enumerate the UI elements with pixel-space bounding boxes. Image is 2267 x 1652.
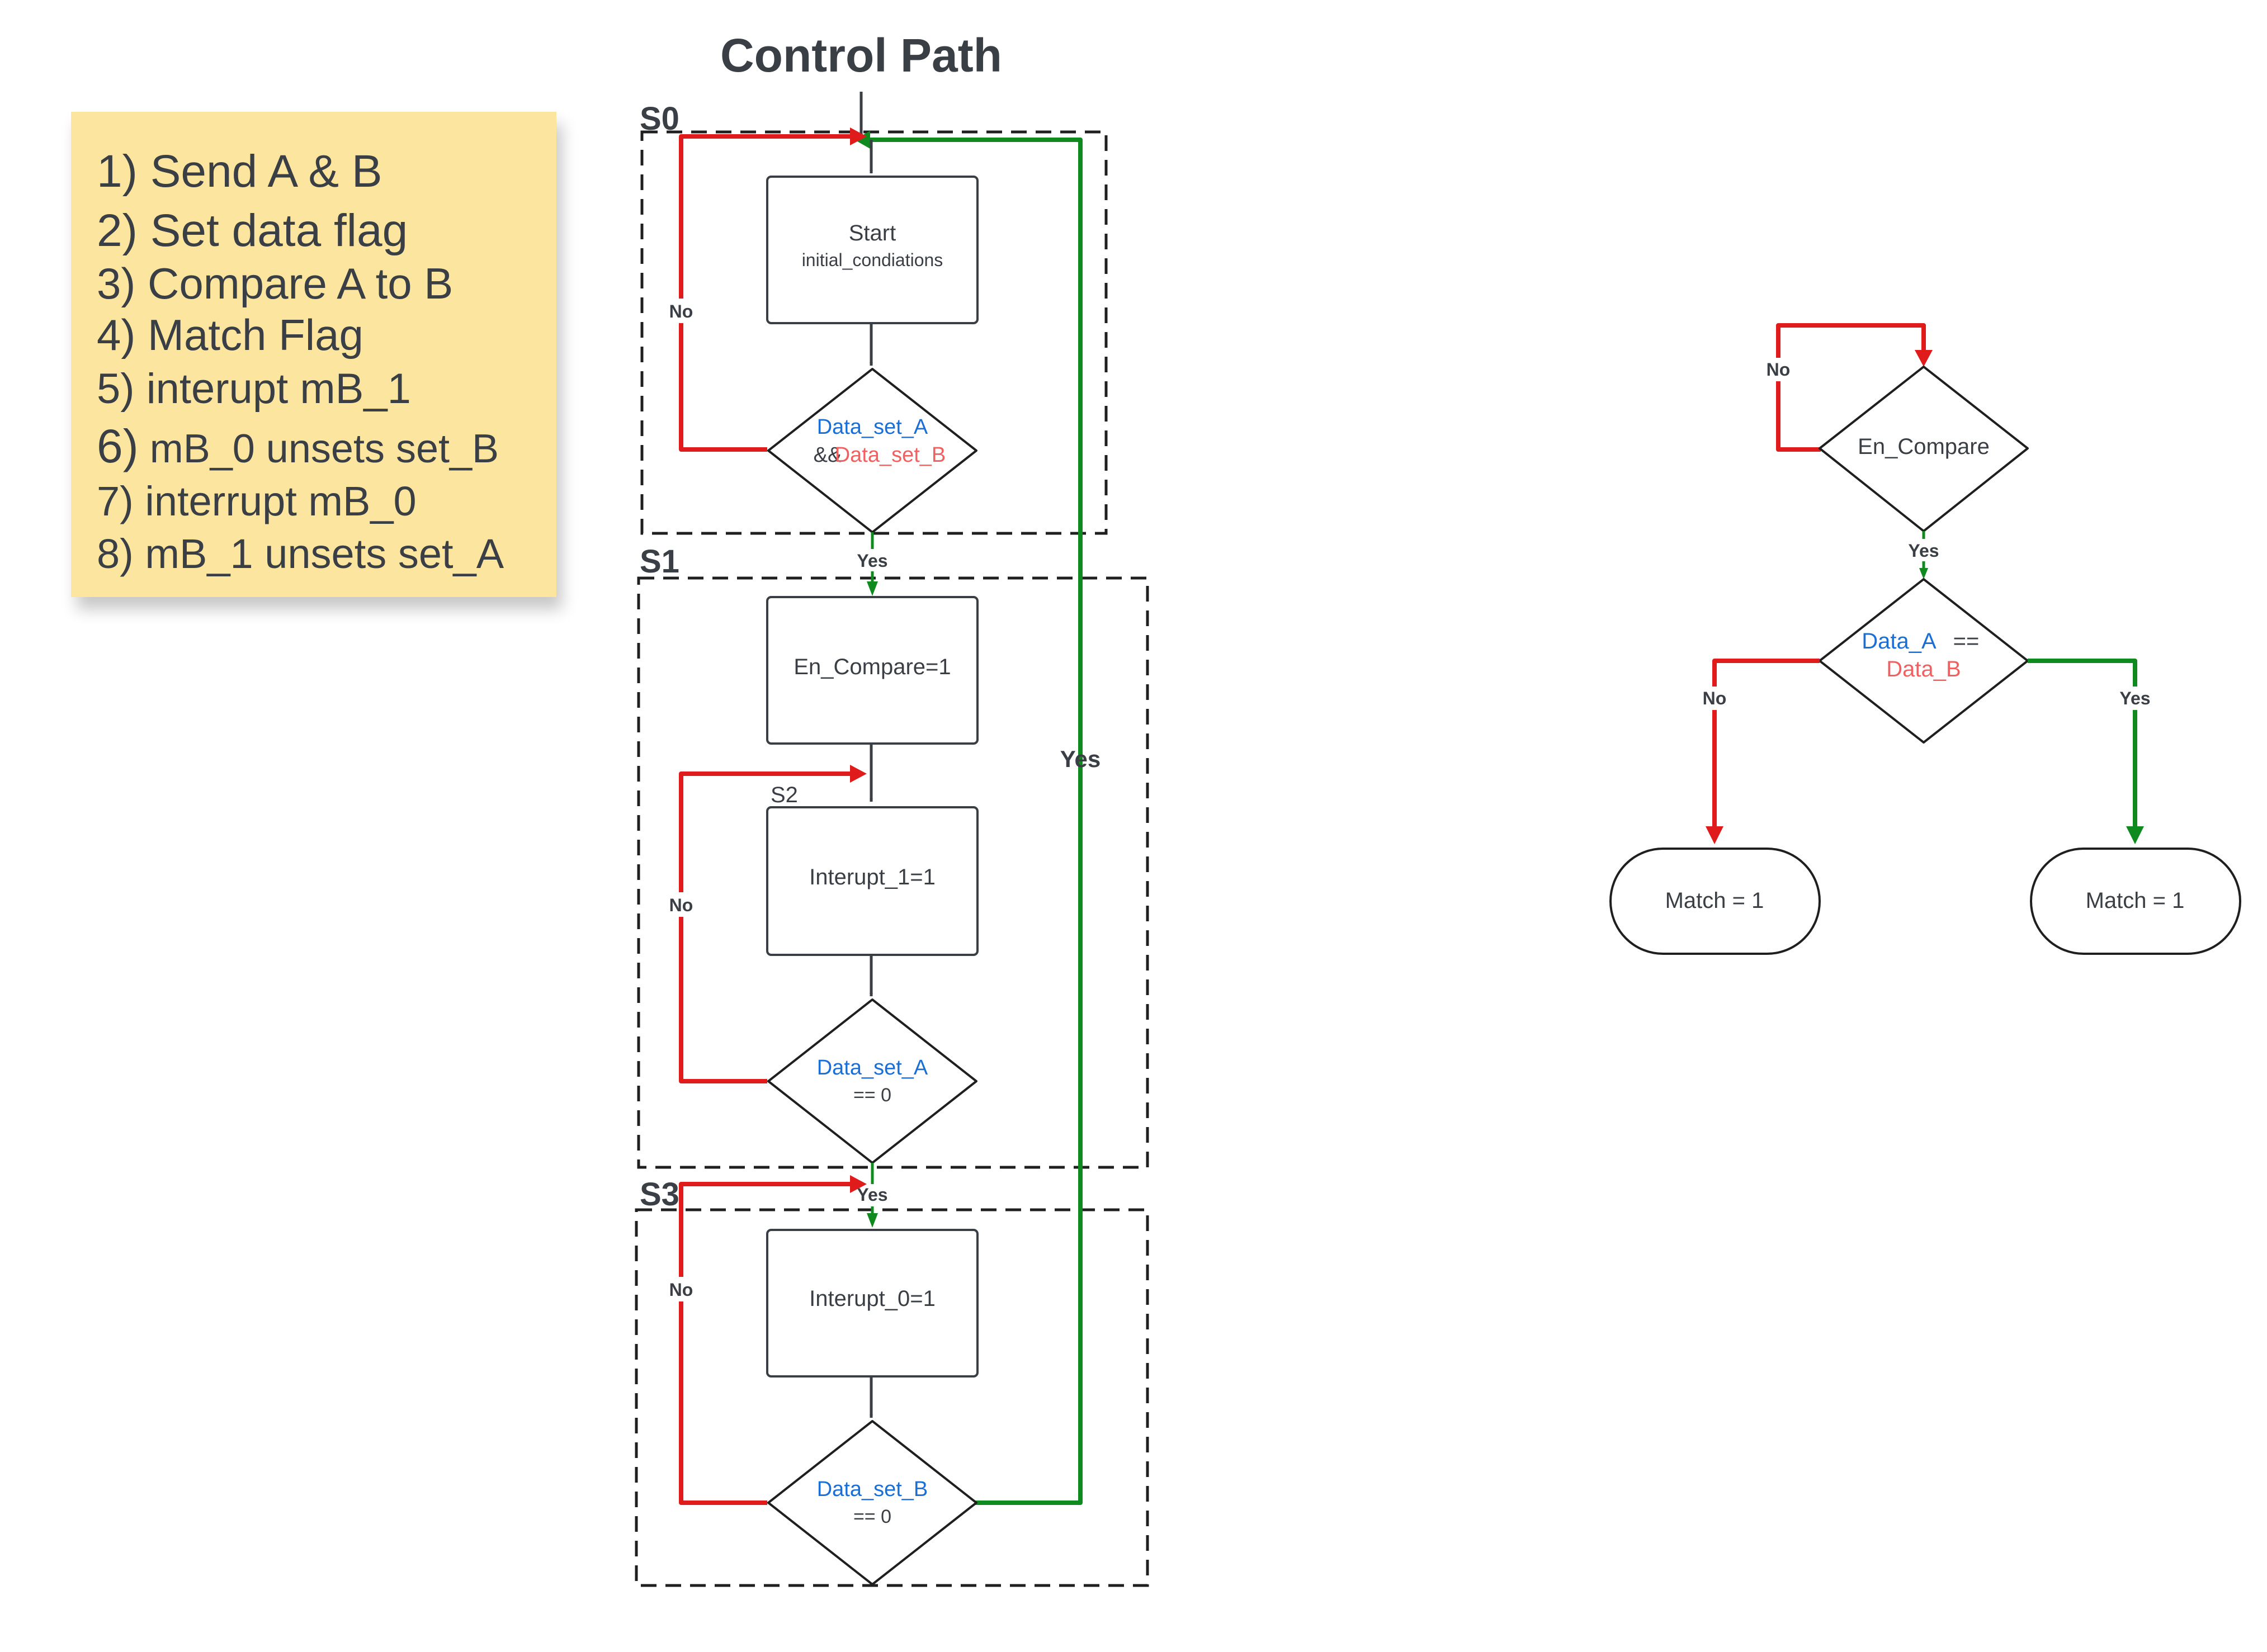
terminal-match-right-label: Match = 1: [2086, 888, 2185, 913]
s0-no-loop-line: [679, 134, 850, 452]
note-line-3: 3) Compare A to B: [97, 259, 454, 308]
s3-no-label-bg: [665, 1277, 697, 1301]
s1-no-label: No: [669, 895, 693, 915]
decision-d0-line2: Data_set_B: [835, 443, 946, 467]
decision-data-set-a: [767, 998, 977, 1164]
interupt0-box-label: Interupt_0=1: [809, 1286, 936, 1311]
interupt1-box-label: Interupt_1=1: [809, 865, 936, 889]
page-title: Control Path: [720, 29, 1002, 82]
start-box: [766, 176, 979, 324]
state-box-s1: [637, 576, 1149, 1169]
note-line-4: 4) Match Flag: [97, 310, 363, 359]
note-line-6: 6) mB_0 unsets set_B: [97, 420, 499, 472]
s0-no-loop-arrowhead: [850, 127, 867, 145]
dp-no-label: No: [1767, 359, 1791, 380]
s0-no-label: No: [669, 301, 693, 321]
dp-no-label-bg: [1763, 358, 1794, 381]
decision-d1-line1: Data_set_A: [817, 1056, 928, 1080]
d0-yes-arrowhead: [867, 581, 878, 596]
decision-d2-line1: Data_set_B: [817, 1478, 928, 1501]
state-box-s0: [640, 130, 1108, 535]
decision-en-compare-label: En_Compare: [1858, 434, 1990, 459]
d0-yes-label-bg: [853, 549, 891, 571]
terminal-match-left: [1609, 848, 1821, 955]
start-box-sub: initial_condiations: [802, 250, 943, 270]
en-compare-box-label: En_Compare=1: [794, 655, 951, 679]
dp-no-branch-line: [1712, 659, 1820, 827]
note-line-7: 7) interrupt mB_0: [97, 478, 417, 524]
dp-yes-label-bg: [1905, 539, 1943, 561]
decision-d0-amp: &&: [814, 443, 842, 467]
return-loop-label: Yes: [1060, 746, 1101, 772]
s3-no-label: No: [669, 1280, 693, 1300]
decision-cmp-line2: Data_B: [1886, 657, 1961, 681]
return-loop-line: [870, 138, 1083, 1505]
dp-yes-arrowhead: [1919, 568, 1928, 579]
s3-no-loop-arrowhead: [850, 1175, 867, 1193]
s1-no-label-bg: [665, 892, 697, 917]
start-box-title: Start: [849, 221, 896, 245]
dp-yes-label: Yes: [1908, 541, 1939, 561]
decision-cmp-eq: ==: [1953, 629, 1980, 654]
note-line-1: 1) Send A & B: [97, 146, 382, 197]
s1-no-loop-line: [679, 771, 850, 1083]
dp-yes-branch-line: [2028, 659, 2137, 827]
note-line-8: 8) mB_1 unsets set_A: [97, 531, 504, 577]
terminal-match-right: [2030, 848, 2241, 955]
note-line-2: 2) Set data flag: [97, 205, 408, 256]
dp-no-branch-label-bg: [1699, 687, 1730, 710]
state-label-s0: S0: [640, 101, 679, 137]
dp-no-branch-arrowhead: [1706, 826, 1723, 844]
decision-data-a-eq-b: [1819, 578, 2029, 744]
dp-yes-branch-arrowhead: [2126, 826, 2144, 844]
s1-no-loop-arrowhead: [850, 765, 867, 783]
decision-data-set-b: [767, 1420, 977, 1585]
dp-no-loop-line: [1776, 323, 1926, 452]
state-box-s3: [635, 1208, 1149, 1587]
dp-no-loop-arrowhead: [1915, 350, 1933, 367]
dp-yes-branch-label: Yes: [2119, 688, 2150, 708]
d0-yes-label: Yes: [857, 551, 887, 571]
sticky-note: 1) Send A & B 2) Set data flag 3) Compar…: [71, 112, 556, 597]
d1-yes-label: Yes: [857, 1185, 887, 1205]
d1-yes-arrowhead: [867, 1213, 878, 1228]
state-label-s3: S3: [640, 1176, 679, 1213]
s3-no-loop-line: [679, 1182, 850, 1505]
decision-d0-line1: Data_set_A: [817, 415, 928, 439]
dp-no-branch-label: No: [1703, 688, 1727, 708]
dp-yes-branch-label-bg: [2116, 687, 2154, 710]
note-line-5: 5) interupt mB_1: [97, 365, 411, 413]
terminal-match-left-label: Match = 1: [1665, 888, 1764, 913]
decision-d1-line2: == 0: [853, 1085, 891, 1106]
return-loop-arrowhead: [854, 131, 870, 149]
decision-d2-line2: == 0: [853, 1506, 891, 1527]
state-label-s1: S1: [640, 543, 679, 580]
s0-no-label-bg: [665, 299, 697, 323]
state-label-s2: S2: [771, 783, 798, 807]
decision-cmp-line1: Data_A: [1862, 629, 1937, 654]
